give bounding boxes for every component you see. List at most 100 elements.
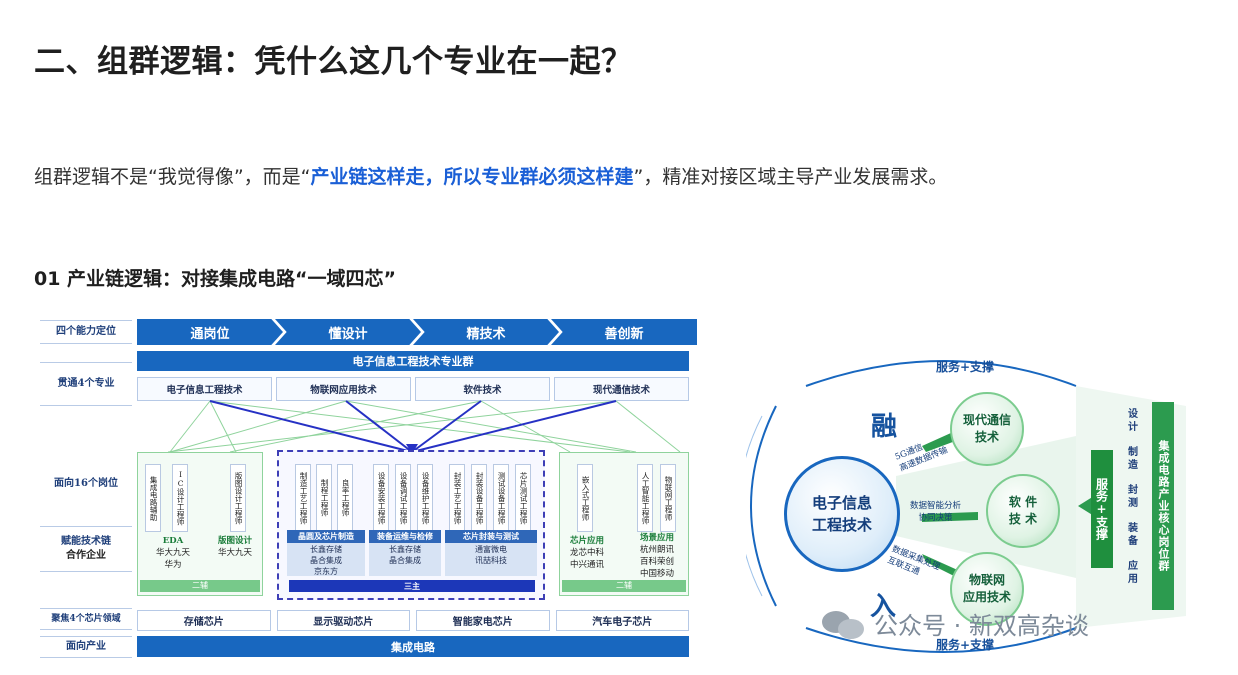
major-electronic: 电子信息工程技术 xyxy=(137,377,272,401)
job-card-ai: 人工智能工程师 xyxy=(637,464,653,532)
fusion-diagram: 服务+支撑 服务+支撑 融 电子信息 工程技术 现代通信技术 软 件技 术 物联… xyxy=(746,346,1186,666)
node-communication-line-1: 现代通信 xyxy=(962,413,1011,427)
job-card-equip-maint: 设备维护工程师 xyxy=(417,464,433,532)
job-card-iot: 物联网工程师 xyxy=(660,464,676,532)
core-jobs-bar: 集成电路产业核心岗位群 xyxy=(1152,402,1174,610)
watermark-text: 公众号 · 新双高杂谈 xyxy=(874,612,1089,640)
para-after: ”，精准对接区域主导产业发展需求。 xyxy=(633,166,948,188)
row-label-majors: 贯通4个专业 xyxy=(40,362,132,406)
tech-box-wafer-title: 晶圆及芯片制造 xyxy=(287,530,365,543)
arrow-label-data: 数据智能分析 协同决策 xyxy=(910,500,961,524)
major-iot: 物联网应用技术 xyxy=(276,377,411,401)
arrow-label-data-line-1: 数据智能分析 xyxy=(910,501,962,511)
chip-storage: 存储芯片 xyxy=(137,610,271,631)
para-highlight: 产业链这样走，所以专业群必须这样建 xyxy=(310,166,634,188)
node-iot-line-2: 应用技术 xyxy=(962,590,1011,604)
tech-box-package-line-1: 通富微电 xyxy=(475,545,507,554)
job-card-yield: 良率工程师 xyxy=(337,464,353,532)
row-label-partners: 合作企业 xyxy=(66,550,106,561)
service-label-bottom: 服务+支撑 xyxy=(936,638,995,652)
subsection-heading: 01 产业链逻辑：对接集成电路“一域四芯” xyxy=(34,268,397,290)
tag-aux-right: 二辅 xyxy=(562,580,686,592)
row-label-jobs: 面向16个岗位 xyxy=(54,478,118,489)
chip-auto: 汽车电子芯片 xyxy=(555,610,689,631)
tag-main: 三主 xyxy=(289,580,535,592)
left-tech-eda: EDA 华大九天 华为 xyxy=(146,535,200,571)
left-tech-eda-line-1: 华大九天 xyxy=(155,548,190,558)
majors-row: 电子信息工程技术 物联网应用技术 软件技术 现代通信技术 xyxy=(137,377,689,401)
job-card-ic-aux: 集成电路辅助 xyxy=(145,464,161,532)
job-card-chip-test: 芯片测试工程师 xyxy=(515,464,531,532)
job-card-layout: 版图设计工程师 xyxy=(230,464,246,532)
service-support-bar: 服务+支撑 xyxy=(1091,450,1113,568)
node-software: 软 件技 术 xyxy=(986,474,1060,548)
service-label-top: 服务+支撑 xyxy=(936,360,995,374)
chip-fields-row: 存储芯片 显示驱动芯片 智能家电芯片 汽车电子芯片 xyxy=(137,610,689,631)
left-tech-eda-line-2: 华为 xyxy=(164,560,182,570)
major-communication: 现代通信技术 xyxy=(554,377,689,401)
right-tech-chip-title: 芯片应用 xyxy=(569,536,604,546)
job-card-fab: 制程工程师 xyxy=(316,464,332,532)
major-group-bar: 电子信息工程技术专业群 xyxy=(137,351,689,371)
tech-box-equip-line-1: 长鑫存储 xyxy=(389,545,421,554)
left-tech-eda-title: EDA xyxy=(162,536,184,546)
job-card-embedded: 嵌入式工程师 xyxy=(577,464,593,532)
rong-character: 融 xyxy=(871,412,898,442)
chevron-tonggangwei: 通岗位 xyxy=(137,319,283,345)
row-label-capability: 四个能力定位 xyxy=(40,320,132,344)
core-major-circle: 电子信息 工程技术 xyxy=(784,456,900,572)
left-tech-layout: 版图设计 华大九天 xyxy=(210,535,260,559)
job-card-process: 制造工艺工程师 xyxy=(295,464,311,532)
right-tech-scene-line-3: 中国移动 xyxy=(639,569,674,579)
job-card-ic-design: IC设计工程师 xyxy=(172,464,188,532)
row-label-tech-chain: 赋能技术链 xyxy=(61,536,111,547)
right-tech-chip-line-1: 龙芯中科 xyxy=(569,548,604,558)
left-tech-layout-title: 版图设计 xyxy=(217,536,252,546)
tech-box-package: 芯片封装与测试 通富微电 讯喆科技 xyxy=(445,530,537,576)
intro-paragraph: 组群逻辑不是“我觉得像”，而是“产业链这样走，所以专业群必须这样建”，精准对接区… xyxy=(34,162,947,189)
right-tech-scene: 场景应用 杭州朗讯 百科荣创 中国移动 xyxy=(628,532,686,580)
row-label-tech: 赋能技术链 合作企业 xyxy=(40,526,132,572)
arrow-label-data-line-2: 协同决策 xyxy=(918,513,953,523)
node-iot-line-1: 物联网 xyxy=(968,573,1005,587)
node-communication: 现代通信技术 xyxy=(950,392,1024,466)
core-job-equipment: 装备 xyxy=(1128,523,1138,547)
node-software-line-2: 技 术 xyxy=(1008,512,1038,526)
chip-appliance: 智能家电芯片 xyxy=(416,610,550,631)
node-software-line-1: 软 件 xyxy=(1008,495,1038,509)
capability-chevrons: 通岗位 懂设计 精技术 善创新 xyxy=(137,319,697,345)
node-iot: 物联网应用技术 xyxy=(950,552,1024,626)
watermark: 公众号 · 新双高杂谈 xyxy=(822,606,1089,641)
tech-box-equip-title: 装备运维与检修 xyxy=(369,530,441,543)
core-major-line-2: 工程技术 xyxy=(811,516,872,534)
tech-box-equip-line-2: 晶合集成 xyxy=(389,556,421,565)
connector-lines xyxy=(167,400,681,454)
chevron-dongsheji: 懂设计 xyxy=(275,319,421,345)
left-tech-layout-line-1: 华大九天 xyxy=(217,548,252,558)
tech-box-wafer-line-1: 长鑫存储 xyxy=(310,545,342,554)
job-card-pkg-equip: 封装设备工程师 xyxy=(471,464,487,532)
tech-box-wafer: 晶圆及芯片制造 长鑫存储 晶合集成 京东方 xyxy=(287,530,365,576)
right-tech-scene-line-1: 杭州朗讯 xyxy=(639,545,674,555)
job-card-pkg-process: 封装工艺工程师 xyxy=(449,464,465,532)
para-before: 组群逻辑不是“我觉得像”，而是“ xyxy=(34,166,311,188)
section-heading: 二、组群逻辑：凭什么这几个专业在一起？ xyxy=(34,44,633,80)
tech-box-wafer-line-3: 京东方 xyxy=(314,567,338,576)
row-label-industry: 面向产业 xyxy=(40,636,132,658)
job-card-equip-install: 设备安装工程师 xyxy=(373,464,389,532)
tag-aux-left: 二辅 xyxy=(140,580,260,592)
right-tech-scene-line-2: 百科荣创 xyxy=(639,557,674,567)
industry-chain-diagram: 四个能力定位 贯通4个专业 面向16个岗位 赋能技术链 合作企业 聚焦4个芯片领… xyxy=(40,314,697,662)
core-major-line-1: 电子信息 xyxy=(811,494,872,512)
core-job-application: 应用 xyxy=(1128,561,1138,585)
right-tech-scene-title: 场景应用 xyxy=(639,533,674,543)
core-job-design: 设计 xyxy=(1128,409,1138,433)
right-tech-chip-line-2: 中兴通讯 xyxy=(569,560,604,570)
chevron-jingjishu: 精技术 xyxy=(413,319,559,345)
tech-box-wafer-line-2: 晶合集成 xyxy=(310,556,342,565)
ru-character: 入 xyxy=(870,592,897,622)
chip-display: 显示驱动芯片 xyxy=(276,610,410,631)
industry-bar: 集成电路 xyxy=(137,636,689,657)
major-software: 软件技术 xyxy=(415,377,550,401)
core-job-package-test: 封测 xyxy=(1128,485,1138,509)
